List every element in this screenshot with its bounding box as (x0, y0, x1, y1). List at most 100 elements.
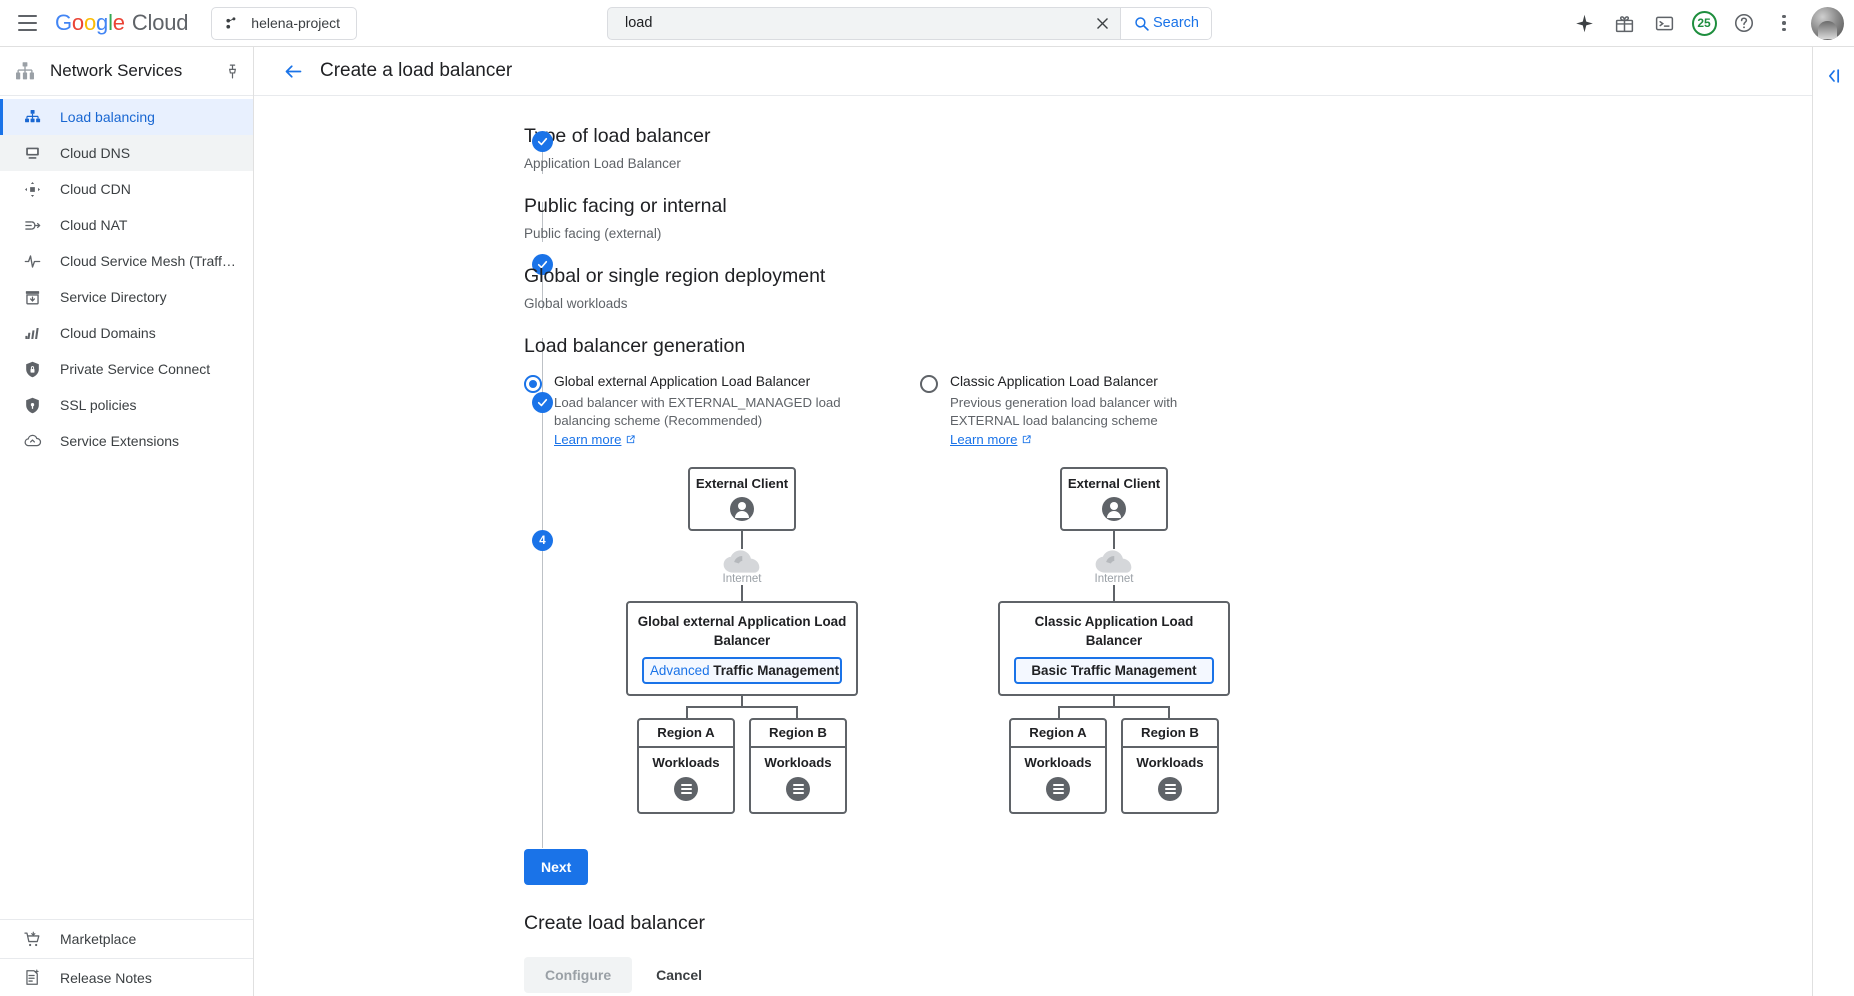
service-directory-icon (22, 287, 42, 307)
cloud-dns-icon (22, 143, 42, 163)
link-internet-to-lb (741, 585, 743, 601)
region-name: Region A (1011, 720, 1105, 748)
sidebar-item-load-balancing[interactable]: Load balancing (0, 99, 253, 135)
external-client-box: External Client (688, 467, 796, 531)
gift-icon[interactable] (1605, 4, 1643, 42)
sidebar-item-ssl-policies[interactable]: SSL policies (0, 387, 253, 423)
database-icon (1046, 777, 1070, 801)
database-icon (674, 777, 698, 801)
region-box: Region B Workloads (1121, 718, 1219, 814)
region-box: Region A Workloads (637, 718, 735, 814)
generation-option-global[interactable]: Global external Application Load Balance… (524, 373, 899, 449)
external-link-icon (1023, 435, 1032, 444)
cloud-shell-icon[interactable] (1645, 4, 1683, 42)
notifications-badge[interactable]: 25 (1685, 4, 1723, 42)
external-client-box: External Client (1060, 467, 1168, 531)
internet-label: Internet (1094, 573, 1134, 585)
account-avatar[interactable] (1811, 6, 1844, 40)
traffic-management-prefix: Advanced (650, 663, 710, 678)
ssl-policies-icon (22, 395, 42, 415)
step-title: Load balancer generation (524, 335, 746, 357)
project-selector[interactable]: helena-project (211, 6, 358, 40)
internet-label: Internet (722, 573, 762, 585)
sidebar-item-label: SSL policies (60, 397, 137, 413)
cloud-domains-icon (22, 323, 42, 343)
step-title: Global or single region deployment (524, 265, 826, 287)
person-icon (730, 497, 754, 521)
sidebar-item-label: Service Directory (60, 289, 167, 305)
step-load-balancer-generation: 4 Load balancer generation Global extern… (254, 311, 1812, 885)
configure-button[interactable]: Configure (524, 957, 633, 993)
step-status-icon (532, 131, 553, 152)
step-connector-2 (542, 202, 543, 242)
project-name: helena-project (251, 15, 341, 31)
load-balancing-icon (22, 107, 42, 127)
sidebar-item-label: Cloud CDN (60, 181, 131, 197)
sidebar-item-release-notes[interactable]: Release Notes (0, 958, 253, 996)
sidebar-item-cloud-dns[interactable]: Cloud DNS (0, 135, 253, 171)
left-sidebar: Network Services Load balancing (0, 47, 254, 996)
network-services-icon (16, 62, 34, 80)
radio-global-external-alb[interactable] (524, 375, 542, 393)
close-icon[interactable] (1084, 8, 1120, 39)
link-client-to-internet (1113, 531, 1115, 549)
sidebar-item-private-service-connect[interactable]: Private Service Connect (0, 351, 253, 387)
page-title: Create a load balancer (320, 60, 513, 81)
page-header: Create a load balancer (254, 47, 1812, 96)
generation-option-classic[interactable]: Classic Application Load Balancer Previo… (920, 373, 1250, 449)
step-public-facing-or-internal: Public facing or internal Public facing … (254, 171, 1812, 275)
step-summary: Application Load Balancer (524, 156, 681, 171)
search-input[interactable] (608, 7, 1084, 39)
sidebar-item-cloud-domains[interactable]: Cloud Domains (0, 315, 253, 351)
learn-more-label: Learn more (554, 432, 622, 447)
help-icon[interactable] (1725, 4, 1763, 42)
sidebar-item-label: Release Notes (60, 969, 152, 986)
region-name: Region A (639, 720, 733, 748)
search-icon (1135, 16, 1149, 31)
cloud-cdn-icon (22, 179, 42, 199)
hamburger-menu-icon[interactable] (13, 9, 41, 37)
logo-word-cloud: Cloud (131, 10, 189, 35)
sidebar-item-marketplace[interactable]: Marketplace (0, 920, 253, 958)
learn-more-link-global[interactable]: Learn more (554, 432, 636, 447)
sidebar-item-cloud-nat[interactable]: Cloud NAT (0, 207, 253, 243)
generation-options: Global external Application Load Balance… (524, 373, 1812, 449)
step-global-or-single-region: Global or single region deployment Globa… (254, 241, 1812, 413)
global-search[interactable]: Search (607, 6, 1212, 40)
step-status-icon (532, 254, 553, 275)
private-service-connect-icon (22, 359, 42, 379)
radio-classic-alb[interactable] (920, 375, 938, 393)
back-arrow-icon[interactable] (276, 54, 310, 88)
marketplace-icon (22, 929, 42, 949)
step-summary: Global workloads (524, 296, 628, 311)
more-options-icon[interactable] (1765, 4, 1803, 42)
search-button-label: Search (1153, 15, 1199, 31)
workloads-label: Workloads (652, 755, 720, 770)
learn-more-label: Learn more (950, 432, 1018, 447)
regions-row: Region A Workloads Region B Wo (592, 718, 892, 814)
step-title: Create load balancer (524, 912, 706, 934)
region-name: Region B (751, 720, 845, 748)
collapse-panel-icon[interactable] (1819, 61, 1849, 91)
cancel-button[interactable]: Cancel (648, 957, 710, 993)
diagram-global-external-alb: External Client Internet (592, 467, 892, 814)
logo-letter-o1: o (71, 10, 84, 35)
sidebar-item-label: Private Service Connect (60, 361, 211, 377)
next-button[interactable]: Next (524, 849, 589, 885)
logo-letter-e: e (112, 10, 125, 35)
notification-count: 25 (1691, 10, 1717, 36)
search-button[interactable]: Search (1120, 7, 1211, 39)
sidebar-item-cloud-cdn[interactable]: Cloud CDN (0, 171, 253, 207)
logo-letter-o2: o (83, 10, 97, 35)
learn-more-link-classic[interactable]: Learn more (950, 432, 1032, 447)
sidebar-item-service-extensions[interactable]: Service Extensions (0, 423, 253, 459)
sidebar-footer: Marketplace Release Notes (0, 919, 253, 996)
sidebar-item-label: Service Extensions (60, 433, 180, 449)
lb-to-regions-connector (964, 696, 1264, 718)
logo-letter-g: G (55, 10, 72, 35)
pin-icon[interactable] (224, 63, 241, 80)
gemini-icon[interactable] (1565, 4, 1603, 42)
sidebar-item-service-directory[interactable]: Service Directory (0, 279, 253, 315)
sidebar-item-cloud-service-mesh[interactable]: Cloud Service Mesh (Traff… (0, 243, 253, 279)
